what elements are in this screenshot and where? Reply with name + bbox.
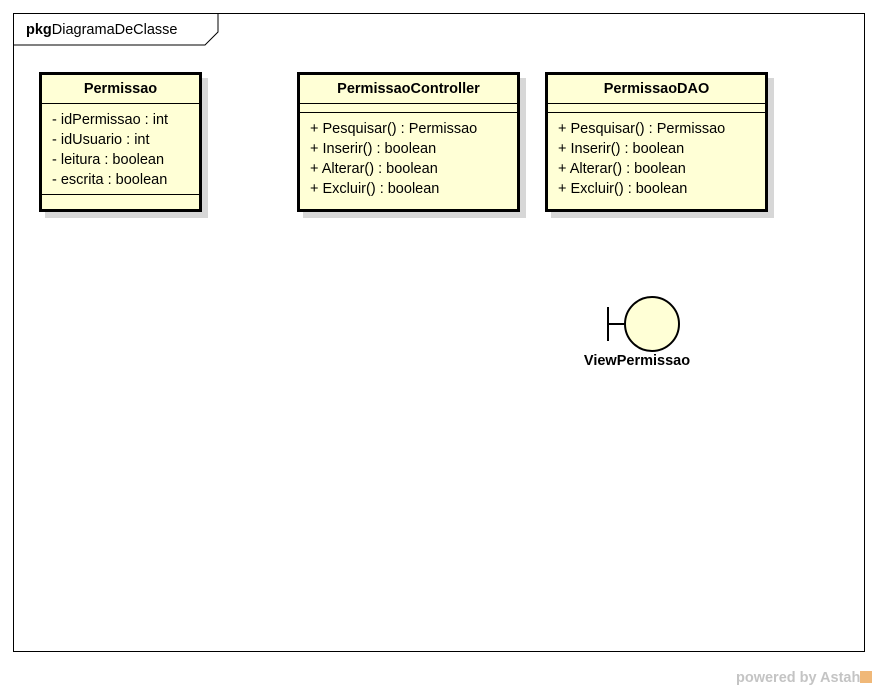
operation-compartment bbox=[42, 195, 199, 203]
attribute: - escrita : boolean bbox=[52, 172, 168, 188]
attribute-compartment bbox=[548, 104, 765, 113]
operation: + Inserir() : boolean bbox=[558, 141, 685, 157]
operation-compartment: + Pesquisar() : Permissao + Inserir() : … bbox=[300, 113, 517, 199]
astah-watermark: powered by Astah bbox=[736, 670, 873, 686]
package-frame bbox=[13, 13, 865, 652]
attribute-compartment: - idPermissao : int - idUsuario : int - … bbox=[42, 104, 199, 195]
class-permissao-controller[interactable]: PermissaoController + Pesquisar() : Perm… bbox=[297, 72, 520, 212]
operation: + Excluir() : boolean bbox=[558, 181, 688, 197]
operation: + Pesquisar() : Permissao bbox=[558, 121, 726, 137]
operation: + Alterar() : boolean bbox=[310, 161, 438, 177]
astah-logo-icon bbox=[860, 671, 873, 683]
operation: + Excluir() : boolean bbox=[310, 181, 440, 197]
class-permissao[interactable]: Permissao - idPermissao : int - idUsuari… bbox=[39, 72, 202, 212]
attribute: - idUsuario : int bbox=[52, 132, 150, 148]
boundary-name: ViewPermissao bbox=[583, 353, 691, 369]
attribute: - idPermissao : int bbox=[52, 112, 169, 128]
class-name: Permissao bbox=[42, 75, 199, 104]
boundary-icon[interactable] bbox=[605, 295, 685, 360]
attribute: - leitura : boolean bbox=[52, 152, 165, 168]
package-name: DiagramaDeClasse bbox=[51, 22, 178, 38]
package-keyword: pkg bbox=[26, 22, 52, 38]
watermark-text: powered by Astah bbox=[736, 670, 861, 686]
operation-compartment: + Pesquisar() : Permissao + Inserir() : … bbox=[548, 113, 765, 199]
class-name: PermissaoController bbox=[300, 75, 517, 104]
operation: + Pesquisar() : Permissao bbox=[310, 121, 478, 137]
attribute-compartment bbox=[300, 104, 517, 113]
operation: + Inserir() : boolean bbox=[310, 141, 437, 157]
operation: + Alterar() : boolean bbox=[558, 161, 686, 177]
class-permissao-dao[interactable]: PermissaoDAO + Pesquisar() : Permissao +… bbox=[545, 72, 768, 212]
package-frame-label: pkgDiagramaDeClasse bbox=[26, 22, 178, 38]
class-name: PermissaoDAO bbox=[548, 75, 765, 104]
